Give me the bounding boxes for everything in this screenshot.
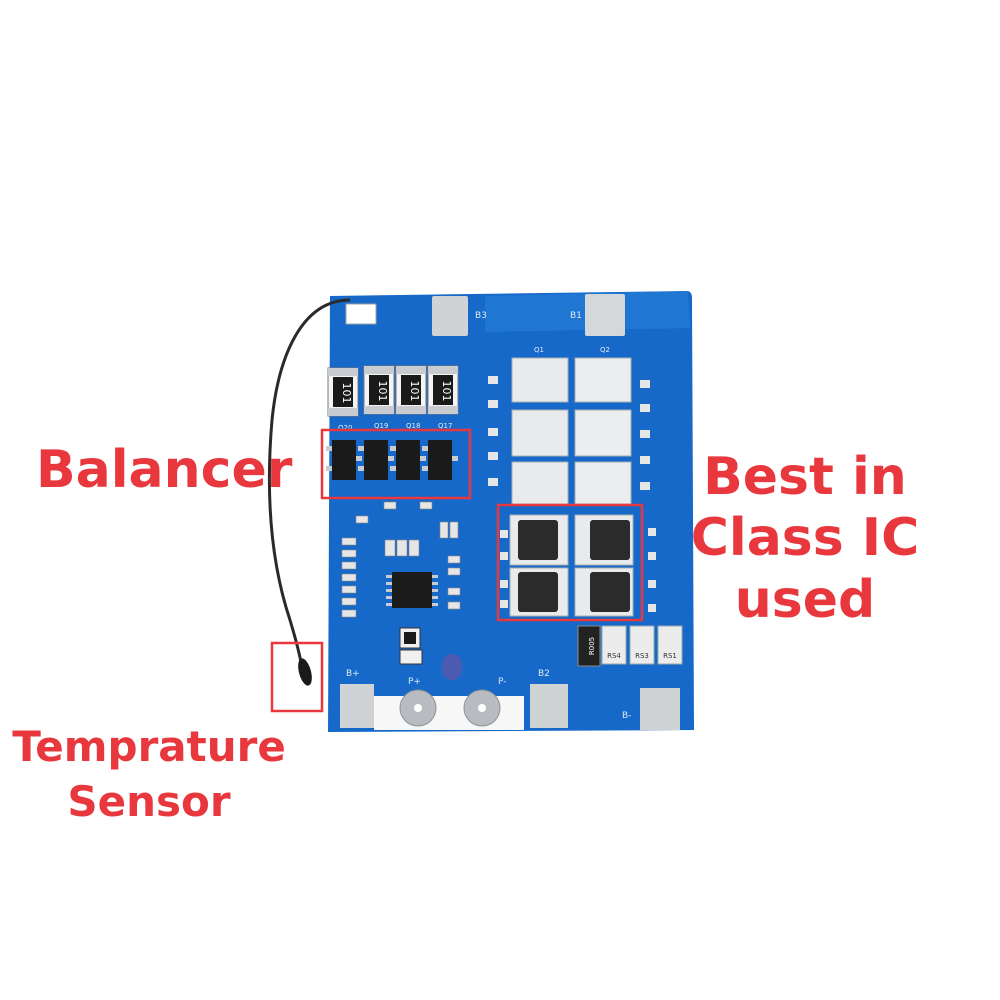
pad-white-bottom <box>374 696 524 730</box>
silk-b1: B1 <box>570 311 582 321</box>
silk-q18: Q18 <box>406 422 420 430</box>
shunt-rs4 <box>601 625 627 665</box>
pad-b2 <box>530 684 568 728</box>
side-leads <box>488 376 656 612</box>
silk-rs3: RS3 <box>635 652 649 660</box>
bms-ic-chip <box>392 572 432 608</box>
label-balancer: Balancer <box>36 440 293 500</box>
silk-b3: B3 <box>475 311 487 321</box>
button-oval <box>442 654 462 680</box>
silk-q2: Q2 <box>600 346 610 354</box>
silk-r005: R005 <box>588 637 596 655</box>
pad-b-minus <box>640 688 680 730</box>
diode-bottom <box>399 649 423 665</box>
shunt-rs1 <box>657 625 683 665</box>
highlight-best-ic <box>496 503 644 622</box>
ic-leads <box>386 575 438 606</box>
silk-q1: Q1 <box>534 346 544 354</box>
resistor-label-4: 101 <box>440 381 453 402</box>
resistor-label-2: 101 <box>376 381 389 402</box>
silk-p-minus: P- <box>498 677 506 687</box>
label-best-in-class-ic: Best in Class IC used <box>680 447 930 631</box>
silk-b-minus: B- <box>622 711 631 721</box>
pad-b-plus <box>340 684 374 728</box>
label-best-line3: used <box>734 569 876 630</box>
small-passives-left <box>341 501 461 618</box>
silk-q17: Q17 <box>438 422 452 430</box>
shunt-rs3 <box>629 625 655 665</box>
highlight-balancer <box>320 428 472 500</box>
thermistor-tip <box>298 658 312 686</box>
label-best-line1: Best in <box>703 447 907 507</box>
resistor-label-3: 101 <box>408 381 421 402</box>
silk-b-plus: B+ <box>346 669 360 679</box>
highlight-temp-sensor <box>270 641 324 713</box>
shunt-r005 <box>577 625 601 667</box>
pad-b3 <box>432 296 468 336</box>
silk-p-plus: P+ <box>408 677 421 687</box>
label-temp-line1: Temprature <box>12 722 286 771</box>
resistor-row: 101 101 101 101 <box>327 365 459 417</box>
transistor-leads <box>326 446 458 471</box>
connector-top-left <box>345 303 377 325</box>
silk-q19: Q19 <box>374 422 388 430</box>
pcb-board <box>328 291 694 732</box>
mosfet-packages <box>518 520 630 612</box>
silk-b2: B2 <box>538 669 550 679</box>
pad-b1 <box>585 294 625 336</box>
silk-rs1: RS1 <box>663 652 677 660</box>
silk-rs4: RS4 <box>607 652 621 660</box>
label-best-line2: Class IC <box>690 508 920 569</box>
thermistor-wire <box>267 298 351 669</box>
silk-q20: Q20 <box>338 424 352 432</box>
balancer-transistors <box>332 440 452 480</box>
label-temp-line2: Sensor <box>67 776 231 826</box>
label-temperature-sensor: Temprature Sensor <box>4 720 294 829</box>
resistor-label-1: 101 <box>340 383 353 404</box>
